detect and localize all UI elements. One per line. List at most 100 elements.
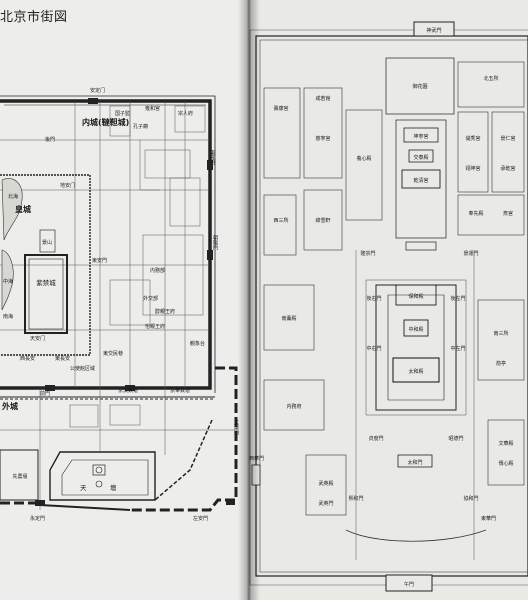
kunning-label: 坤寧宮 xyxy=(413,133,428,140)
chengqian-label: 承乾宮 xyxy=(500,165,515,172)
gongshiguan-label: 公使館区域 xyxy=(70,365,95,372)
imperial-city-wall xyxy=(0,174,91,356)
book-gutter xyxy=(238,0,260,600)
houmen-gate-label: 後門 xyxy=(45,136,55,143)
xianruo-label: 咸若館 xyxy=(315,95,330,102)
wuying-hall-label: 武英殿 xyxy=(318,480,333,487)
beiwusuo-label: 北五所 xyxy=(483,75,498,82)
tiantan-label-a: 天 xyxy=(80,484,87,492)
chuxiu-label: 儲秀宮 xyxy=(465,135,480,142)
zhonghe-hall-label: 中和殿 xyxy=(408,326,423,333)
zhonghe-hall: 中和殿 xyxy=(403,319,429,337)
jiaotai-label: 交泰殿 xyxy=(413,154,428,161)
street-grid xyxy=(0,101,210,388)
yuhuayuan-label: 御花園 xyxy=(412,83,427,90)
lakes xyxy=(1,178,23,311)
nanxundian-label: 南薫殿 xyxy=(281,315,296,322)
beijing-city-map: 紫禁城 景山 天 壇 先農壇 xyxy=(0,87,239,522)
qianqing-label: 乾清宮 xyxy=(413,177,428,184)
gate-markers xyxy=(35,98,235,506)
zhendu-gate-label: 貞度門 xyxy=(368,435,383,442)
dongzhi-gate-label: 東直門 xyxy=(209,149,215,166)
zhonghai-label: 中海 xyxy=(3,278,13,285)
xiannongtan-label: 先農壇 xyxy=(12,473,27,480)
chuanxin-label: 傳心殿 xyxy=(498,460,513,467)
tianmen-label: 天安门 xyxy=(30,335,45,342)
west-buildings xyxy=(263,87,383,516)
dianmen-gate-label: 地安门 xyxy=(60,182,75,189)
dongjiaomin-label: 東交民巷 xyxy=(103,350,123,357)
altar-of-agriculture: 先農壇 xyxy=(0,449,39,501)
xichangan-label: 西長安 xyxy=(20,355,35,362)
zhongyou-gate-label: 中右門 xyxy=(366,345,381,352)
chunqinwang-label: 醇親王府 xyxy=(155,308,175,315)
beihai-label: 北海 xyxy=(8,193,18,200)
cining-label: 慈寧宮 xyxy=(315,135,330,142)
wumen-gate: 午門 xyxy=(385,574,433,592)
yuhuayuan: 御花園 xyxy=(412,83,427,90)
east-buildings xyxy=(457,61,525,486)
neiwufu-label: 内務府 xyxy=(286,403,301,410)
fengxian-label: 奉先殿 xyxy=(468,210,483,217)
inner-city-label: 内城(韃靼城) xyxy=(82,117,129,127)
chaoyang-gate-label: 朝陽門 xyxy=(212,235,218,251)
zuoan-gate-label: 左安門 xyxy=(193,515,208,522)
zhaixing-label: 斎宮 xyxy=(503,210,513,217)
jingren-label: 景仁宮 xyxy=(500,135,515,142)
shenwu-gate: 神武門 xyxy=(413,21,455,37)
outer-city-label: 外城 xyxy=(2,401,18,411)
baohe-hall-label: 保和殿 xyxy=(408,293,423,300)
yonghegong-label: 雍和宮 xyxy=(145,105,160,112)
guangqu-gate-label: 広渠門 xyxy=(233,419,239,436)
neiwufu-label: 内務部 xyxy=(150,267,165,274)
zhaodai-gate-label: 昭德門 xyxy=(448,435,463,442)
temple-of-heaven: 天 壇 xyxy=(49,451,156,501)
guozijian-label: 国子監 xyxy=(115,110,130,117)
page-title: 北京市街図 xyxy=(0,10,68,25)
wuying-gate-label: 武英門 xyxy=(318,500,333,507)
jingshan-label: 景山 xyxy=(42,239,52,246)
tiantan-label-b: 壇 xyxy=(110,483,117,492)
nanhai-label: 南海 xyxy=(3,313,13,320)
right-page: 神武門 午門 保和殿 中和殿 太和殿 xyxy=(246,0,528,600)
moat xyxy=(249,29,528,586)
taihe-hall-label: 太和殿 xyxy=(408,368,423,375)
kunning-palace: 坤寧宮 xyxy=(403,127,439,143)
taihe-hall: 太和殿 xyxy=(392,357,440,383)
jiaotai-hall: 交泰殿 xyxy=(408,149,434,163)
longzong-gate-label: 隆宗門 xyxy=(360,250,375,257)
shoukang-label: 壽康宮 xyxy=(273,105,288,112)
qianqing-gate xyxy=(405,241,437,251)
zongrenfu-label: 宗人府 xyxy=(178,110,193,117)
taihe-gate: 太和門 xyxy=(397,454,433,468)
guanxiangtai-label: 観象台 xyxy=(190,340,205,347)
inner-court xyxy=(385,57,455,239)
wumen-gate-label: 午門 xyxy=(404,581,414,588)
inner-city-wall xyxy=(0,95,216,393)
kongzimiao-label: 孔子廟 xyxy=(133,123,148,130)
yiqinwang-label: 怡親王府 xyxy=(145,323,165,330)
jianting-label: 箭亭 xyxy=(496,360,506,367)
yikun-label: 翊坤宮 xyxy=(465,165,480,172)
waijiaobu-label: 外交部 xyxy=(143,295,158,302)
taihe-gate-label: 太和門 xyxy=(407,459,422,466)
xiehe-gate-label: 協和門 xyxy=(463,495,478,502)
shenwu-gate-label: 神武門 xyxy=(426,27,441,34)
outer-city-roads xyxy=(0,388,235,510)
forbidden-city-plan: 神武門 午門 保和殿 中和殿 太和殿 xyxy=(249,21,528,592)
imperial-city-label: 皇城 xyxy=(15,204,31,214)
anding-gate-label: 安定门 xyxy=(90,87,105,94)
dongan-gate-label: 東安門 xyxy=(92,257,107,264)
wenhua-hall-label: 文華殿 xyxy=(498,440,513,447)
left-page: 北京市街図 xyxy=(0,0,246,600)
jingfeng-railway-label: 京奉鉄道 xyxy=(170,387,190,394)
forbidden-city-label: 紫禁城 xyxy=(36,279,56,287)
nansansuo-label: 南三所 xyxy=(493,330,508,337)
forbidden-city: 紫禁城 景山 xyxy=(24,229,68,334)
railway-lines xyxy=(0,396,215,501)
zhongzuo-gate-label: 中左門 xyxy=(450,345,465,352)
golden-water-river xyxy=(345,529,487,542)
qianmen-gate-label: 前門 xyxy=(40,390,50,397)
yongding-gate-label: 永定門 xyxy=(30,515,45,522)
